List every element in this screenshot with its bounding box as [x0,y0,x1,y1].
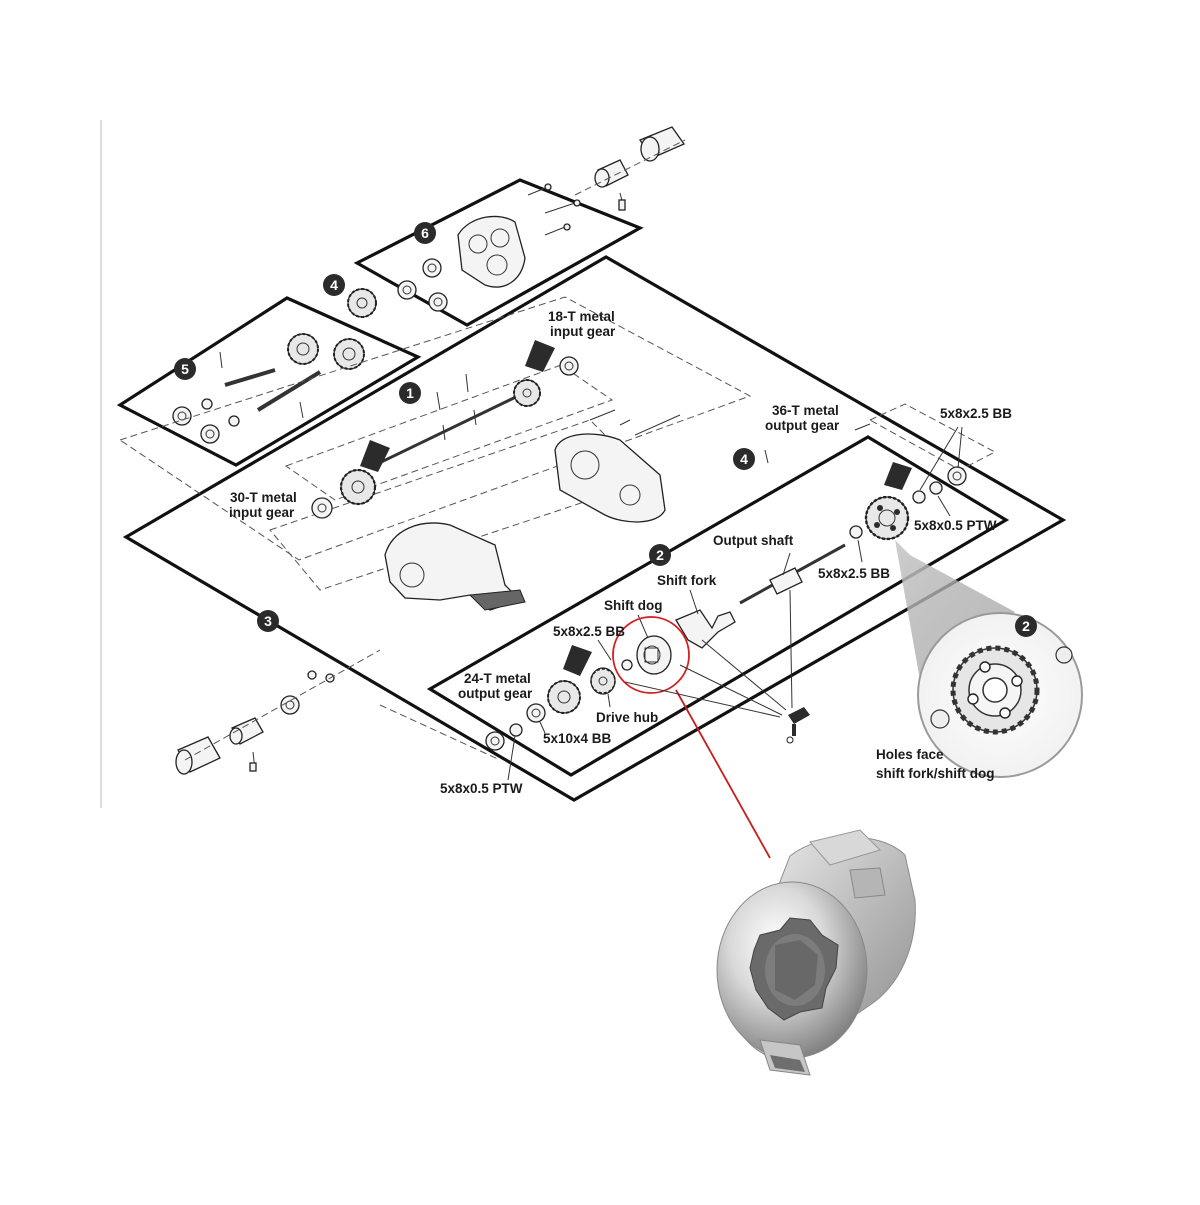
shift-dog-callout-circle [612,616,690,694]
step-4-top-gear: 4 [323,274,377,318]
label-shift-fork: Shift fork [657,573,717,588]
step-3-frame [122,255,1067,802]
gearbox-housing-right [554,409,681,523]
label-ptw-bottom: 5x8x0.5 PTW [440,781,523,796]
label-output-shaft: Output shaft [713,533,794,548]
bottom-left-coupler-parts [175,649,381,775]
step-6-badge: 6 [414,222,436,244]
label-holes-face-line2: shift fork/shift dog [876,766,995,781]
step-1-number: 1 [406,385,414,401]
gear-24t [485,645,592,751]
label-bb-shift: 5x8x2.5 BB [553,624,625,639]
drive-hub [590,659,633,695]
step-4-number-mid: 4 [740,451,748,467]
step-2-frame [426,435,1010,777]
step-1-parts [374,340,579,467]
step-3-number: 3 [264,613,272,629]
step-6-parts [397,183,581,312]
label-18t-line2: input gear [550,324,616,339]
label-30t-line2: input gear [229,505,295,520]
step-5-parts [172,333,365,444]
step-2-number-zoom: 2 [1022,618,1030,634]
label-ptw-right: 5x8x0.5 PTW [914,518,997,533]
inner-dashed-region [284,364,614,501]
step-5-frame [116,296,422,467]
callout-leader-line [675,689,771,859]
step-2-badge: 2 [649,544,671,566]
label-bb-mid-right: 5x8x2.5 BB [818,566,890,581]
step-5-badge: 5 [174,358,196,380]
step-2-number: 2 [656,547,664,563]
label-30t-line1: 30-T metal [230,490,297,505]
step-1-dashed-region [118,296,752,561]
shift-dog-photo [716,829,916,1076]
bottom-dashed-rail [379,704,501,761]
output-shaft [739,543,846,605]
label-36t-line2: output gear [765,418,840,433]
shift-dog [636,635,672,675]
step-3-badge: 3 [257,610,279,632]
top-coupler-parts [574,126,686,211]
step-4-number-top: 4 [330,277,338,293]
step-6-number: 6 [421,225,429,241]
label-holes-face-line1: Holes face [876,747,944,762]
gear-30t [311,440,390,519]
magnifier-cone [895,540,1015,680]
label-bb-5x10x4: 5x10x4 BB [543,731,612,746]
label-24t-line1: 24-T metal [464,671,531,686]
right-dashed-region [868,403,997,471]
label-36t-line1: 36-T metal [772,403,839,418]
gearbox-housing-left [384,522,526,611]
label-bb-top-right: 5x8x2.5 BB [940,406,1012,421]
step-5-number: 5 [181,361,189,377]
gear-36t [849,462,967,541]
label-18t-line1: 18-T metal [548,309,615,324]
step-1-badge: 1 [399,382,421,404]
grease-tube-icon [786,707,810,744]
shift-fork [675,609,736,649]
label-shift-dog: Shift dog [604,598,662,613]
zoom-circle-36t-gear: 2 [917,612,1083,778]
label-24t-line2: output gear [458,686,533,701]
label-drive-hub: Drive hub [596,710,658,725]
step-4-mid: 4 [733,448,769,470]
